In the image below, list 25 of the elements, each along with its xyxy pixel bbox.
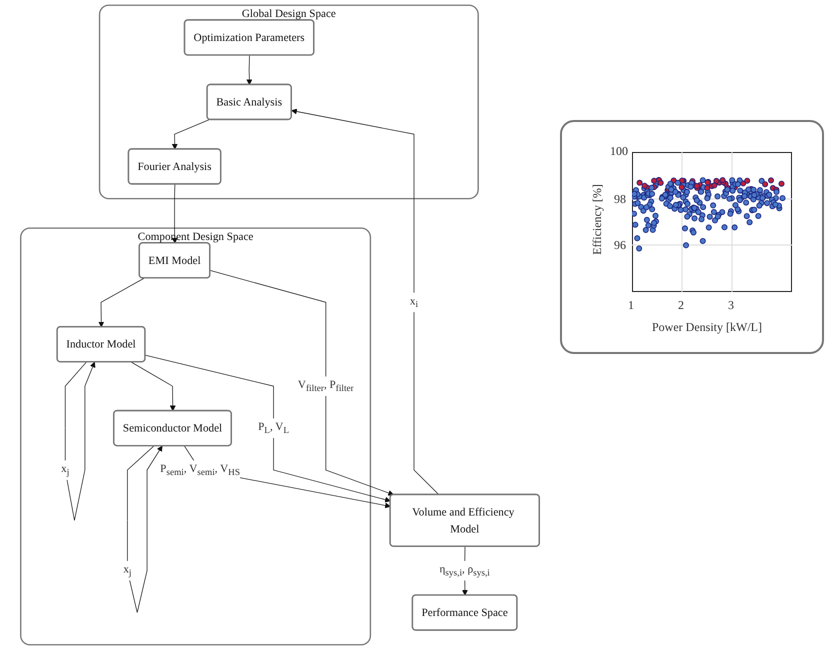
edge-label: x$_{j}$: [123, 562, 132, 578]
tick-label: 100: [610, 144, 628, 159]
arrow: [98, 278, 144, 328]
tick-label: 1: [628, 298, 634, 313]
edge-label: x$_{i}$: [410, 294, 418, 310]
arrow: [64, 362, 96, 521]
axis-title: Power Density [kW/L]: [652, 320, 762, 335]
arrow: [172, 184, 178, 244]
edge-label: P$_{L}$, V$_{L}$: [258, 420, 290, 436]
arrow: [210, 270, 394, 496]
edge-label: x$_{j}$: [61, 462, 70, 478]
edge-label: η$_{sys,i}$, ρ$_{sys,i}$: [439, 562, 490, 578]
edge-label: V$_{filter}$, P$_{filter}$: [298, 378, 354, 394]
edge-label: P$_{semi}$, V$_{semi}$, V$_{HS}$: [160, 462, 240, 478]
tick-label: 96: [614, 238, 626, 253]
axis-title: Efficiency [%]: [590, 184, 605, 255]
arrow: [291, 108, 440, 496]
tick-label: 3: [728, 298, 734, 313]
arrow: [127, 446, 162, 613]
arrow: [172, 119, 210, 150]
arrow: [144, 354, 391, 502]
tick-label: 98: [614, 192, 626, 207]
arrow: [130, 362, 176, 412]
tick-label: 2: [678, 298, 684, 313]
arrow: [246, 54, 252, 86]
